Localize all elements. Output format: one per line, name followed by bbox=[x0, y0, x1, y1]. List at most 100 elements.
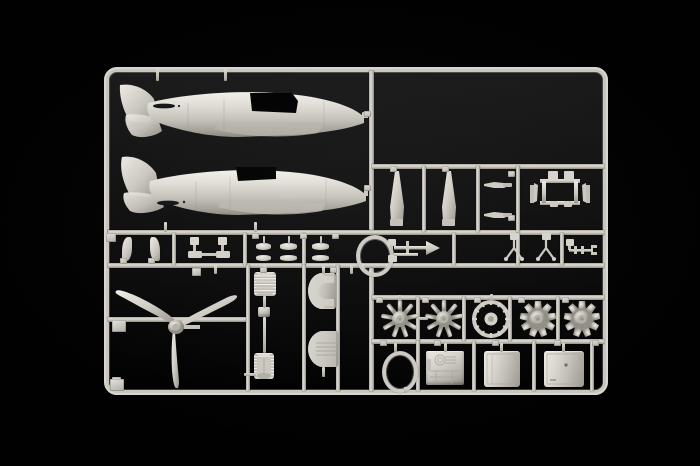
part-tab-cowl-u bbox=[330, 267, 337, 273]
part-tab-fuse-b bbox=[364, 185, 371, 191]
gate-generic-a bbox=[214, 265, 217, 274]
gate-fuselage-lower-b bbox=[254, 222, 257, 232]
runner-horizontal-enginebay-bottom bbox=[372, 339, 604, 344]
wheel-half-6 bbox=[312, 255, 329, 261]
runner-v-lower-2 bbox=[302, 265, 306, 391]
gate-wheel-1 bbox=[263, 236, 265, 244]
main-gear-cover-left bbox=[386, 171, 408, 227]
exhaust-stack-upper-detail bbox=[254, 272, 276, 296]
part-tab-engine-1 bbox=[376, 297, 383, 303]
runner-v-eng-4 bbox=[556, 297, 560, 341]
part-tab-midstrip-left bbox=[106, 233, 116, 242]
cowling-ring-half-lower-detail bbox=[308, 331, 338, 367]
gate-engine-1 bbox=[398, 295, 401, 301]
runner-link-engine-1-2 bbox=[418, 317, 428, 320]
part-tab-bottom-right bbox=[592, 340, 599, 346]
part-tab-propeller bbox=[192, 268, 201, 276]
runner-v-lower-3 bbox=[336, 265, 340, 391]
fuselage-half-upper bbox=[118, 79, 368, 151]
propeller-three-blade bbox=[112, 265, 244, 391]
tail-wheel-assembly bbox=[388, 235, 452, 265]
small-box-part-a bbox=[258, 307, 270, 317]
gate-wheel-3 bbox=[320, 236, 322, 244]
part-tab-cowlring bbox=[380, 340, 387, 346]
runner-v-gear-3 bbox=[516, 166, 520, 232]
exhaust-stack-lower-detail bbox=[254, 353, 274, 379]
part-tab-tank-r bbox=[554, 340, 561, 346]
main-gear-cover-right bbox=[438, 171, 460, 227]
runner-v-tank-2 bbox=[472, 341, 476, 391]
engine-block-detail bbox=[426, 351, 464, 385]
runner-horizontal-gearbay-top bbox=[372, 164, 604, 169]
radial-engine-bank-2 bbox=[424, 298, 464, 340]
main-gear-strut-upper bbox=[484, 177, 512, 188]
wheel-half-1 bbox=[256, 243, 271, 250]
runner-v-mid-4 bbox=[452, 233, 456, 265]
antenna-strut-b bbox=[534, 233, 558, 263]
gate-crankcase bbox=[490, 294, 493, 301]
parts-sprue bbox=[104, 67, 608, 395]
part-tab-tank-l bbox=[492, 340, 499, 346]
part-tab-gearcover-r bbox=[442, 166, 449, 172]
runner-v-lower-1 bbox=[246, 265, 250, 391]
part-tab-wheel-c bbox=[332, 233, 339, 239]
gate-wheel-2 bbox=[288, 236, 290, 244]
pitot-tube-part bbox=[566, 239, 602, 261]
part-tab-engine-3 bbox=[518, 297, 525, 303]
gate-smallbox-a bbox=[263, 296, 266, 308]
wheel-half-2 bbox=[280, 243, 297, 250]
runner-v-gear-1 bbox=[422, 166, 426, 232]
runner-v-mid-5 bbox=[516, 233, 520, 265]
runner-vertical-main bbox=[369, 71, 374, 234]
runner-vertical-main-lower bbox=[369, 263, 374, 391]
rod-mid-lower bbox=[263, 317, 266, 353]
runner-v-gear-2 bbox=[476, 166, 480, 232]
runner-horizontal-midstrip-bottom bbox=[108, 263, 604, 268]
wheel-strut-cluster bbox=[188, 235, 240, 263]
runner-v-tank-4 bbox=[590, 341, 594, 391]
cowl-front-ring bbox=[382, 351, 418, 393]
crescent-fairing-b bbox=[150, 237, 160, 261]
radial-engine-bank-1 bbox=[380, 298, 420, 340]
gate-generic-c bbox=[404, 387, 407, 393]
radial-engine-bank-3 bbox=[518, 298, 558, 340]
radial-engine-bank-4 bbox=[562, 298, 602, 340]
runner-v-tank-1 bbox=[416, 341, 420, 391]
crescent-fairing-a bbox=[122, 237, 132, 261]
part-tab-engine-4 bbox=[562, 297, 569, 303]
wheel-half-3 bbox=[312, 243, 329, 250]
runner-v-mid-3 bbox=[302, 233, 306, 265]
part-tab-crescent-b bbox=[148, 258, 155, 264]
part-tab-fuse-a bbox=[364, 111, 371, 117]
runner-v-mid-2 bbox=[243, 233, 247, 265]
gate-cowl-lower bbox=[322, 367, 325, 377]
fuselage-half-lower bbox=[118, 153, 368, 229]
gear-bay-frame bbox=[524, 171, 596, 227]
runner-horizontal-lower bbox=[108, 317, 248, 322]
runner-v-tank-3 bbox=[532, 341, 536, 391]
runner-v-mid-6 bbox=[560, 233, 564, 265]
gate-fuselage-upper-b bbox=[224, 69, 227, 81]
wheel-half-4 bbox=[256, 255, 271, 261]
gate-fuselage-upper-a bbox=[156, 69, 159, 81]
part-tab-gearcover-l bbox=[390, 166, 397, 172]
wheel-half-5 bbox=[280, 255, 297, 261]
part-tab-crescent-a bbox=[120, 258, 127, 264]
part-tab-wheel-a bbox=[252, 233, 259, 239]
part-tab-crankcase bbox=[474, 297, 481, 303]
part-tab-corner-bottomleft bbox=[112, 320, 126, 332]
gate-generic-b bbox=[350, 265, 353, 274]
drop-tank-half-right-detail bbox=[544, 351, 584, 387]
runner-horizontal-midstrip-top bbox=[108, 230, 604, 235]
gate-tank-left bbox=[500, 343, 503, 352]
part-tab-engineblock bbox=[434, 340, 441, 346]
part-tab-strut-l bbox=[508, 215, 515, 221]
runner-v-eng-2 bbox=[462, 297, 466, 341]
drop-tank-half-left-detail bbox=[484, 351, 520, 387]
drop-tank-half-left bbox=[484, 351, 520, 387]
gate-fuselage-lower-a bbox=[164, 222, 167, 232]
runner-horizontal-enginebay-top bbox=[372, 295, 604, 300]
part-tab-strut-u bbox=[508, 171, 515, 177]
gate-cowl-upper bbox=[322, 266, 325, 274]
antenna-strut-a bbox=[502, 233, 526, 263]
